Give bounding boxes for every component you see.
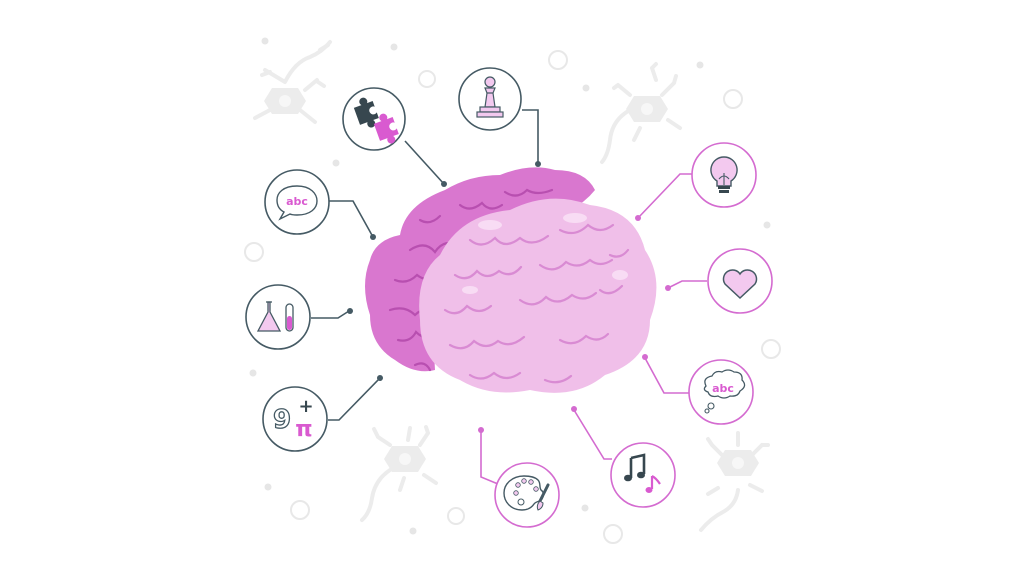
neuron-icon [699,431,770,532]
neuron-icon [253,40,332,124]
thought-bubble-icon: abc [688,359,754,425]
puzzle-icon [342,87,406,151]
math-number: 9 [273,405,291,435]
brain [365,167,657,393]
speech-bubble-text: abc [286,195,308,208]
math-plus: + [298,396,313,417]
math-pi: π [295,417,312,442]
heart-icon [707,248,773,314]
neuron-icon [600,62,682,164]
music-note-icon [610,442,676,508]
neuron-icon [360,425,438,522]
brain-highlights [462,213,628,294]
background-dots [249,37,771,535]
lightbulb-icon [691,142,757,208]
thought-bubble-text: abc [712,382,734,395]
math-icon: 9 + π [262,386,328,452]
connector-dots-dark [347,161,541,381]
background-decorations [244,50,781,544]
connector-lines-dark [311,109,539,421]
chess-pawn-icon [458,67,522,131]
chemistry-flask-icon [245,284,311,350]
connector-lines-pink [480,173,707,485]
speech-bubble-icon: abc [264,169,330,235]
art-palette-icon [494,462,560,528]
connector-dots-pink [478,215,671,433]
